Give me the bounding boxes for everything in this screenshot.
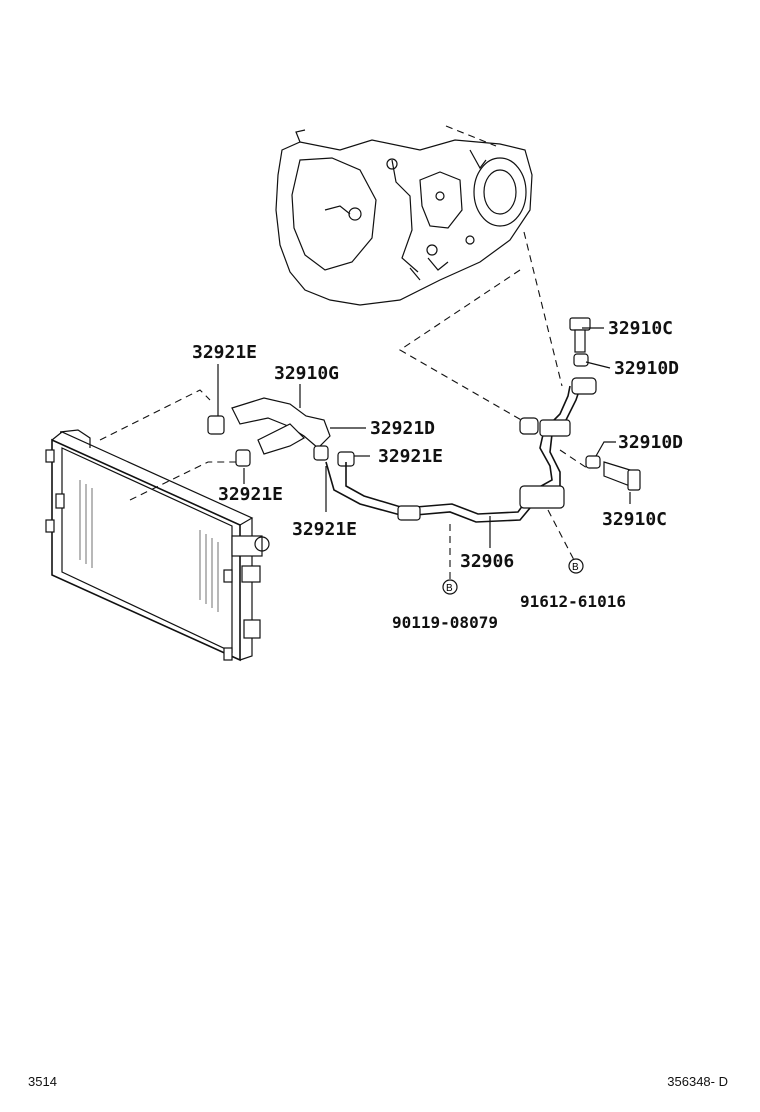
marker-b-left: B	[442, 579, 458, 595]
transmission-assembly	[275, 129, 533, 306]
callout-32921e-bottom: 32921E	[292, 519, 357, 540]
radiator	[45, 429, 270, 662]
callout-32910d-top: 32910D	[614, 358, 679, 379]
hose-32910g	[231, 397, 331, 455]
callout-32910d-lower: 32910D	[618, 432, 683, 453]
callout-32910g: 32910G	[274, 363, 339, 384]
page-number: 3514	[28, 1074, 57, 1089]
svg-text:B: B	[446, 583, 453, 594]
callout-32921e-top: 32921E	[192, 342, 257, 363]
callout-32906: 32906	[460, 551, 514, 572]
callout-32910c-lower: 32910C	[602, 509, 667, 530]
callout-32910c-top: 32910C	[608, 318, 673, 339]
union-bolt-lower	[585, 455, 641, 491]
union-bolt-upper	[569, 317, 591, 367]
callout-91612-61016: 91612-61016	[520, 592, 626, 611]
callout-32921e-lower: 32921E	[218, 484, 283, 505]
oil-cooler-pipe-32906	[325, 377, 597, 523]
callout-32921d: 32921D	[370, 418, 435, 439]
callout-90119-08079: 90119-08079	[392, 613, 498, 632]
figure-code: 356348- D	[667, 1074, 728, 1089]
svg-text:B: B	[572, 562, 579, 573]
marker-b-right: B	[568, 558, 584, 574]
leader-lines	[217, 327, 631, 548]
callout-32921e-right: 32921E	[378, 446, 443, 467]
